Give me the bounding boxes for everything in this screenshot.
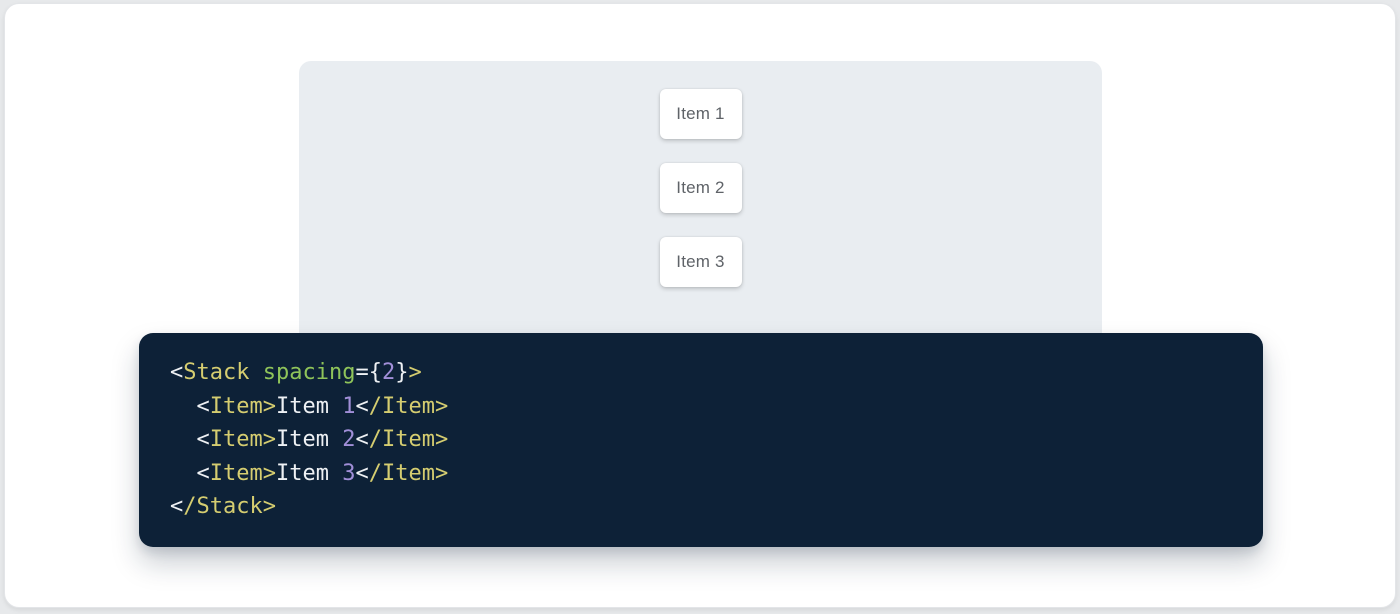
stack-demo-panel: Item 1 Item 2 Item 3 bbox=[299, 61, 1102, 351]
stack-item-3: Item 3 bbox=[659, 237, 742, 287]
code-block: <Stack spacing={2}> <Item>Item 1</Item> … bbox=[139, 333, 1263, 547]
stack-item-3-label: Item 3 bbox=[676, 252, 725, 271]
stack-item-1-label: Item 1 bbox=[676, 104, 725, 123]
stack-item-2-label: Item 2 bbox=[676, 178, 725, 197]
code-content: <Stack spacing={2}> <Item>Item 1</Item> … bbox=[170, 360, 449, 519]
stack-item-2: Item 2 bbox=[659, 163, 742, 213]
stack-item-1: Item 1 bbox=[659, 89, 742, 139]
